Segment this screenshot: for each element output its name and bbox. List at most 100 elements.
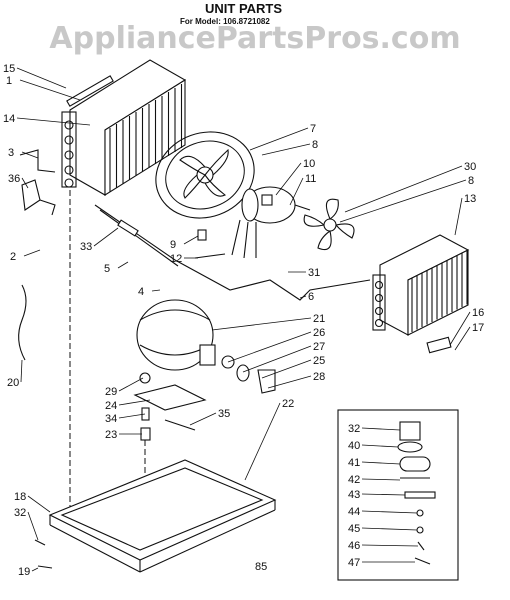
- wire-clip: [414, 557, 431, 565]
- leader-line: [249, 127, 309, 151]
- leader-line: [267, 375, 312, 389]
- callout-10: 10: [303, 158, 315, 170]
- callout-23: 23: [105, 429, 117, 441]
- callout-14: 14: [3, 113, 15, 125]
- leader-line: [275, 162, 302, 196]
- terminal-cover: [257, 369, 276, 394]
- callout-42: 42: [348, 474, 360, 486]
- relay: [404, 491, 436, 499]
- callout-33: 33: [80, 241, 92, 253]
- callout-44: 44: [348, 506, 360, 518]
- leader-line: [361, 478, 401, 481]
- base-pan: [48, 459, 277, 573]
- compressor-mount: [133, 384, 207, 411]
- callout-7: 7: [310, 123, 316, 135]
- callout-17: 17: [472, 322, 484, 334]
- callout-30: 30: [464, 161, 476, 173]
- callout-46: 46: [348, 540, 360, 552]
- leader-line: [211, 317, 312, 331]
- callout-24: 24: [105, 400, 117, 412]
- diagram-code: 85: [255, 561, 267, 573]
- callout-16: 16: [472, 307, 484, 319]
- capacitor-clip: [197, 229, 207, 241]
- leader-line: [454, 326, 471, 351]
- run-capacitor: [399, 456, 431, 472]
- drain-tube: [19, 149, 56, 173]
- callout-36: 36: [8, 173, 20, 185]
- diagram-title: UNIT PARTS: [205, 1, 282, 16]
- mount-sleeve: [140, 427, 151, 441]
- leader-line: [21, 177, 29, 189]
- leader-line: [361, 461, 401, 465]
- leader-line: [27, 495, 51, 513]
- callout-40: 40: [348, 440, 360, 452]
- spacer: [141, 407, 150, 421]
- callout-20: 20: [7, 377, 19, 389]
- callout-27: 27: [313, 341, 325, 353]
- callout-3: 3: [8, 147, 14, 159]
- leader-line: [93, 227, 119, 247]
- capillary-tube: [117, 219, 139, 237]
- callout-19: 19: [18, 566, 30, 578]
- leader-line: [21, 151, 39, 159]
- callout-45: 45: [348, 523, 360, 535]
- leader-line: [31, 567, 39, 572]
- coil-bracket: [21, 179, 41, 211]
- condenser-coil: [372, 234, 470, 336]
- leader-line: [344, 165, 463, 213]
- callout-15: 15: [3, 63, 15, 75]
- coil-support: [426, 336, 452, 354]
- leader-line: [261, 359, 312, 379]
- grommet: [139, 372, 151, 384]
- callout-26: 26: [313, 327, 325, 339]
- model-number: For Model: 106.8721082: [180, 17, 270, 26]
- leader-line: [118, 413, 146, 419]
- leader-line: [183, 235, 199, 245]
- control-knob: [399, 421, 421, 441]
- leader-line: [454, 197, 463, 236]
- callout-8: 8: [312, 139, 318, 151]
- leader-line: [118, 399, 151, 406]
- harness-plug: [194, 253, 226, 259]
- leader-line: [299, 295, 307, 299]
- callout-1: 1: [6, 75, 12, 87]
- callout-18: 18: [14, 491, 26, 503]
- leader-line: [27, 511, 39, 541]
- coil-brace: [66, 75, 114, 107]
- watermark: AppliancePartsPros.com: [49, 21, 460, 56]
- fan-shroud: [155, 131, 255, 219]
- power-cord: [18, 284, 27, 361]
- callout-32: 32: [14, 507, 26, 519]
- terminal-boot: [236, 364, 250, 382]
- callout-11: 11: [305, 173, 316, 185]
- leader-line: [117, 261, 129, 269]
- fan-motor: [231, 186, 311, 259]
- leader-line: [20, 359, 23, 383]
- inset-box: [337, 409, 459, 581]
- leader-line: [361, 493, 406, 496]
- leader-line: [244, 402, 281, 481]
- callout-29: 29: [105, 386, 117, 398]
- leader-line: [339, 179, 467, 223]
- callout-28: 28: [313, 371, 325, 383]
- leader-line: [361, 444, 399, 448]
- terminal: [417, 541, 425, 551]
- leader-line: [361, 527, 418, 531]
- leader-line: [449, 311, 471, 346]
- washer: [416, 526, 424, 534]
- callout-43: 43: [348, 489, 360, 501]
- callout-8: 8: [468, 175, 474, 187]
- callout-34: 34: [105, 413, 117, 425]
- leader-line: [118, 377, 144, 392]
- stud: [164, 419, 196, 431]
- leader-line: [361, 510, 418, 514]
- leader-line: [227, 331, 312, 363]
- callout-9: 9: [170, 239, 176, 251]
- leader-line: [361, 427, 401, 431]
- leader-line: [16, 117, 91, 126]
- callout-12: 12: [170, 253, 182, 265]
- leader-line: [242, 345, 312, 373]
- callout-22: 22: [282, 398, 294, 410]
- leveling-foot: [37, 565, 53, 569]
